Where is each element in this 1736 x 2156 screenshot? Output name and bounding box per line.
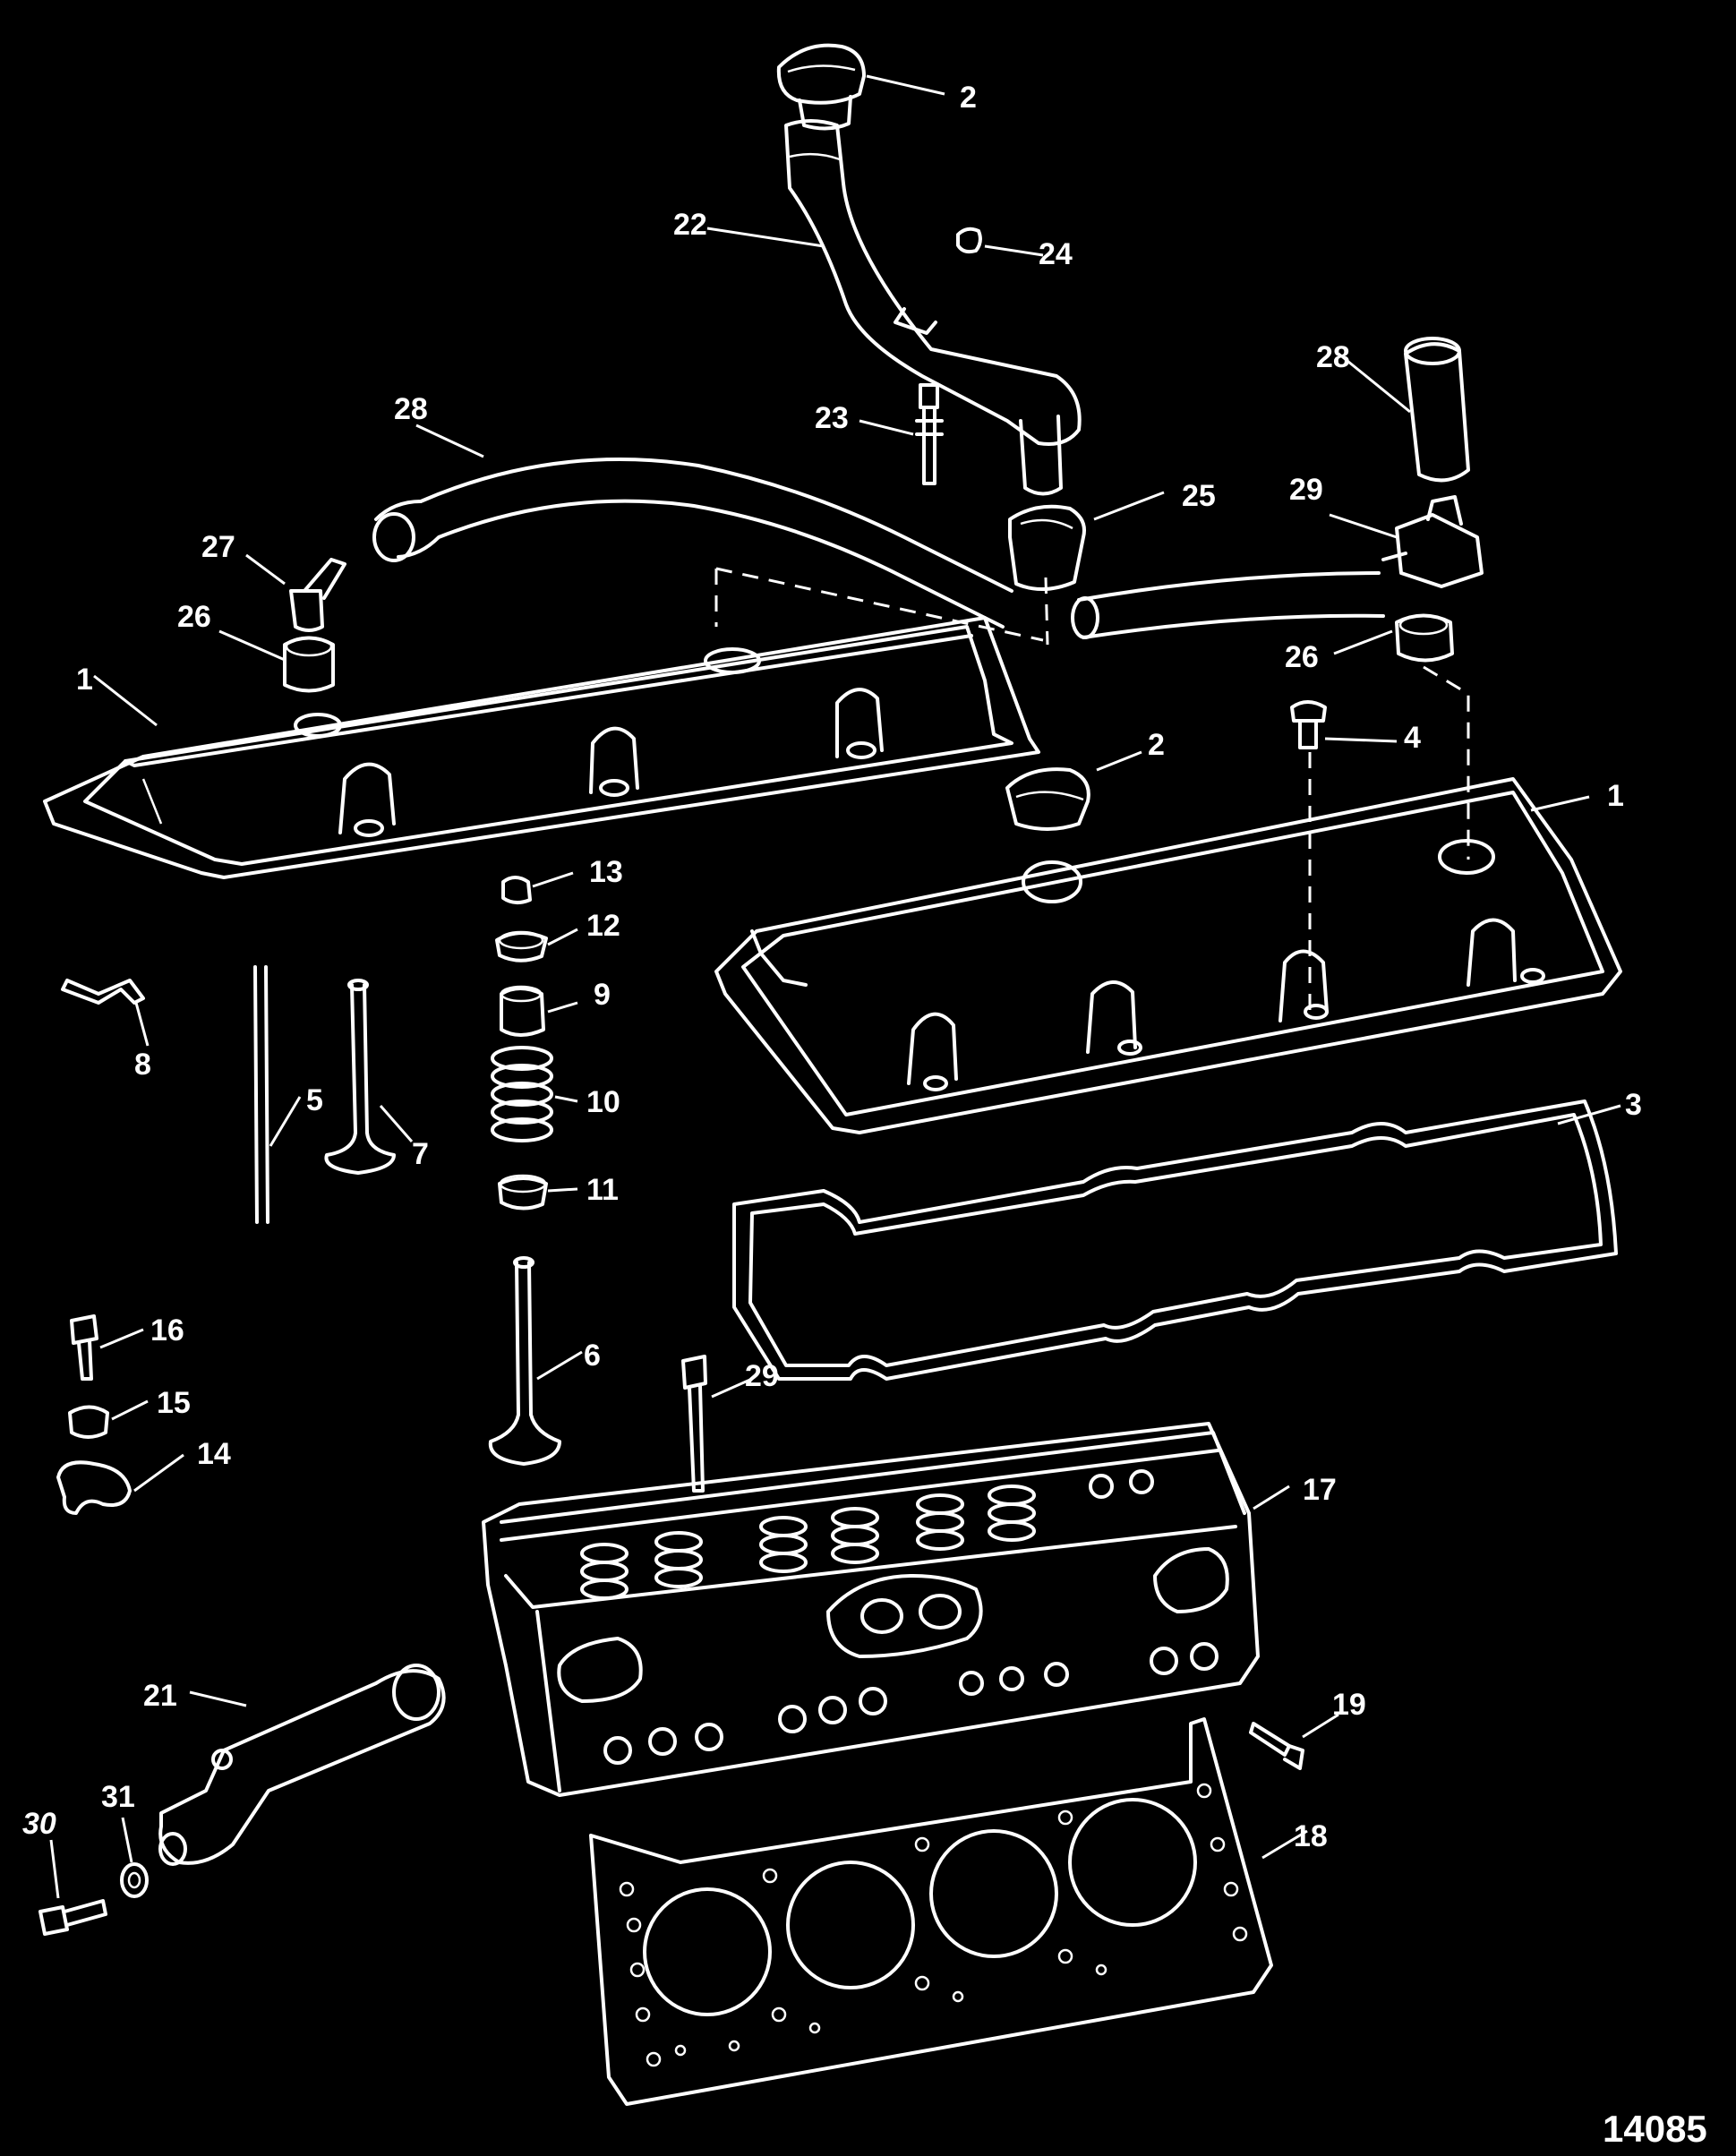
callout-1-right: 1 <box>1607 779 1624 813</box>
valve-retainer-12 <box>495 930 548 962</box>
head-bolt-29 <box>681 1355 707 1493</box>
lifting-bracket <box>158 1664 446 1866</box>
callout-22: 22 <box>673 208 707 242</box>
callout-labels: 2 22 24 28 28 23 25 29 27 26 26 1 2 4 1 … <box>22 81 1642 1853</box>
bolt-30 <box>38 1899 107 1936</box>
callout-13: 13 <box>589 855 623 889</box>
valve-spring-10 <box>491 1046 553 1142</box>
bolt-19 <box>1249 1722 1304 1770</box>
grommet-26-left <box>283 636 335 693</box>
hose-28-short <box>1404 337 1470 483</box>
head-gasket <box>589 1717 1273 2106</box>
callout-1-left: 1 <box>76 663 93 697</box>
callout-2-right: 2 <box>1148 728 1165 762</box>
callout-11: 11 <box>586 1173 619 1207</box>
callout-26-right: 26 <box>1285 640 1319 674</box>
head-gasket-holes <box>619 1783 1248 2067</box>
screw-23 <box>915 383 944 485</box>
intake-valve-7 <box>324 979 396 1175</box>
callout-2-top: 2 <box>960 81 977 115</box>
callout-10: 10 <box>586 1085 620 1119</box>
callout-6: 6 <box>584 1339 601 1373</box>
callout-15: 15 <box>157 1386 191 1420</box>
callout-23: 23 <box>815 401 849 435</box>
callout-21: 21 <box>143 1679 177 1713</box>
exhaust-valve-6 <box>488 1256 561 1466</box>
callout-31: 31 <box>101 1780 135 1814</box>
pcv-hose-short <box>1071 571 1385 639</box>
valve-cover-right <box>714 777 1622 1134</box>
grommet-24 <box>956 227 982 254</box>
spring-shim-11 <box>498 1174 548 1211</box>
callout-25: 25 <box>1182 479 1216 513</box>
callout-12: 12 <box>586 909 620 943</box>
grommet-26-right <box>1395 613 1454 663</box>
rocker-stud-16 <box>70 1314 98 1381</box>
oil-fill-cap-right <box>1005 767 1090 831</box>
head-valve-springs <box>580 1484 1036 1600</box>
oil-fill-tube <box>784 119 1082 496</box>
washer-31 <box>120 1862 149 1898</box>
callout-27: 27 <box>201 530 235 564</box>
rocker-arm-8 <box>61 979 145 1005</box>
callout-16: 16 <box>150 1313 184 1348</box>
valve-lock-13 <box>501 876 532 904</box>
valve-seal-9 <box>500 985 545 1037</box>
callout-5: 5 <box>306 1083 323 1117</box>
callout-18: 18 <box>1294 1819 1328 1853</box>
callout-3: 3 <box>1625 1088 1642 1122</box>
grommet-25 <box>1008 504 1086 592</box>
pcv-valve-29 <box>1381 495 1484 588</box>
pushrod-5 <box>253 965 269 1224</box>
oil-fill-cap-top <box>776 43 866 131</box>
cylinder-head <box>482 1422 1260 1797</box>
pcv-hose-28-long <box>372 458 1013 629</box>
callout-7: 7 <box>412 1137 429 1171</box>
callout-29-top: 29 <box>1289 473 1323 507</box>
callout-14: 14 <box>197 1437 231 1471</box>
callout-28-short: 28 <box>1316 340 1350 374</box>
leader-lines <box>49 74 1621 1899</box>
valve-cover-gasket <box>732 1099 1618 1381</box>
callout-24: 24 <box>1039 237 1073 271</box>
callout-8: 8 <box>134 1048 151 1082</box>
elbow-fitting-27 <box>289 558 346 632</box>
callout-9: 9 <box>594 978 611 1012</box>
callout-29-head: 29 <box>745 1359 779 1393</box>
callout-17: 17 <box>1303 1473 1337 1507</box>
assembly-guide-lines <box>714 567 1470 1016</box>
callout-4: 4 <box>1404 721 1421 755</box>
callout-19: 19 <box>1332 1688 1366 1722</box>
valve-cover-left <box>43 616 1040 879</box>
callout-28-long: 28 <box>394 392 428 426</box>
callout-26-left: 26 <box>177 600 211 634</box>
callout-30: 30 <box>22 1807 56 1841</box>
figure-number: 14085 <box>1603 2108 1707 2150</box>
bolt-4 <box>1290 700 1327 749</box>
rocker-14 <box>56 1460 132 1515</box>
pivot-ball-15 <box>68 1405 109 1439</box>
